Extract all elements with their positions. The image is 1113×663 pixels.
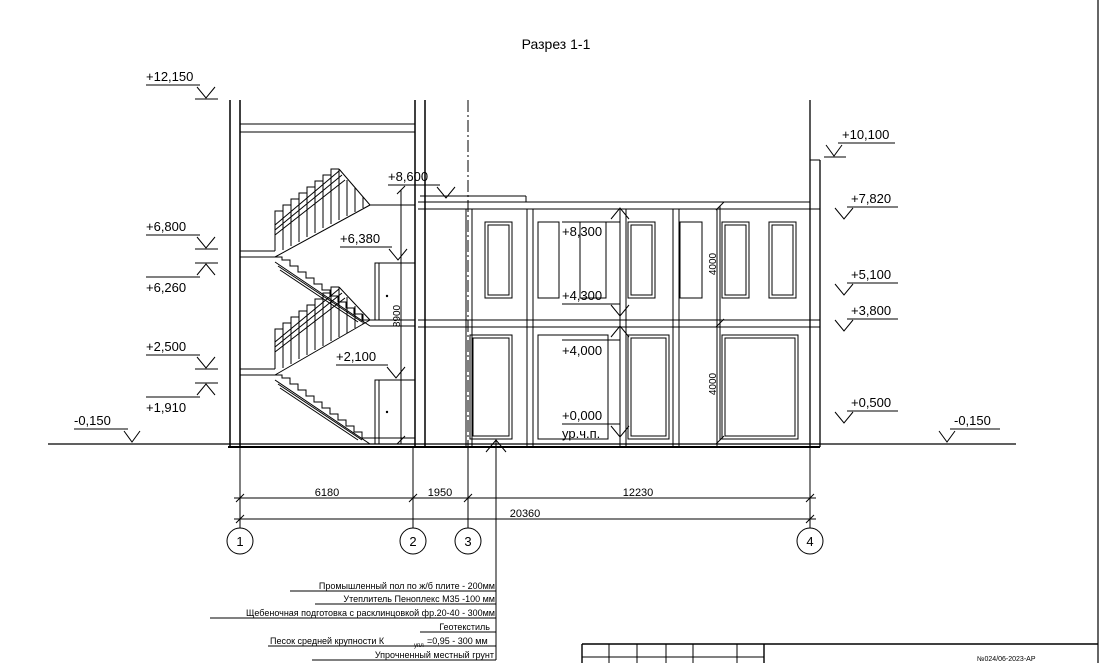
- svg-text:+8,600: +8,600: [388, 169, 428, 184]
- main-building: [418, 100, 821, 447]
- dim-1-2: 6180: [315, 487, 339, 499]
- svg-text:3: 3: [464, 534, 471, 549]
- layer-1: Промышленный пол по ж/б плите - 200мм: [319, 581, 495, 591]
- level-mark-2500: +2,500: [146, 339, 218, 370]
- svg-text:1: 1: [236, 534, 243, 549]
- layer-5-value: =0,95 - 300 мм: [427, 636, 488, 646]
- svg-text:4: 4: [806, 534, 813, 549]
- level-mark-2100: +2,100: [336, 349, 406, 379]
- level-mark-0500: +0,500: [834, 395, 898, 424]
- level-mark-6800: +6,800: [146, 219, 218, 250]
- document-code: №024/06-2023-АР: [977, 656, 1036, 663]
- level-mark-5100: +5,100: [834, 267, 898, 296]
- svg-text:+4,300: +4,300: [562, 288, 602, 303]
- axis-marker-2: 2: [399, 527, 427, 555]
- svg-text:+12,150: +12,150: [146, 69, 193, 84]
- level-mark-10100: +10,100: [824, 127, 895, 158]
- svg-text:+0,000: +0,000: [562, 408, 602, 423]
- svg-text:+1,910: +1,910: [146, 400, 186, 415]
- floor1-height-dim: 4000: [708, 372, 719, 395]
- floor-layers-callout: [210, 590, 496, 661]
- axis-marker-3: 3: [454, 527, 482, 555]
- lower-windows: [469, 334, 799, 440]
- level-mark-0000: +0,000 ур.ч.п.: [562, 408, 630, 441]
- layer-5: Песок средней крупности К: [270, 636, 385, 646]
- floor-level-label: ур.ч.п.: [562, 426, 600, 441]
- level-mark-minus0150-left: -0,150: [74, 413, 141, 443]
- door-upper: [374, 262, 416, 321]
- layer-2: Утеплитель Пеноплекс М35 -100 мм: [343, 594, 495, 604]
- stair-height-dim: 8900: [392, 304, 403, 327]
- svg-text:+2,100: +2,100: [336, 349, 376, 364]
- axis-marker-1: 1: [226, 527, 254, 555]
- door-lower: [374, 379, 416, 445]
- level-mark-4000: +4,000: [562, 325, 630, 358]
- floor2-height-dim: 4000: [708, 252, 719, 275]
- level-mark-3800: +3,800: [834, 303, 898, 332]
- svg-text:+6,800: +6,800: [146, 219, 186, 234]
- level-mark-minus0150-right: -0,150: [938, 413, 1000, 443]
- layer-6: Упрочненный местный грунт: [375, 650, 494, 660]
- level-mark-6260: +6,260: [146, 262, 218, 295]
- level-mark-8600: +8,600: [388, 169, 456, 199]
- door-lower-handle: [385, 410, 389, 414]
- dim-2-3: 1950: [428, 487, 452, 499]
- layer-5-subscript: упл: [414, 643, 424, 649]
- layer-4: Геотекстиль: [439, 622, 490, 632]
- layer-3: Щебеночная подготовка с расклинцовкой фр…: [246, 608, 495, 618]
- level-mark-7820: +7,820: [834, 191, 898, 220]
- svg-text:+6,260: +6,260: [146, 280, 186, 295]
- svg-text:+3,800: +3,800: [851, 303, 891, 318]
- title-block: [581, 643, 1098, 663]
- level-mark-8300: +8,300: [562, 207, 630, 239]
- door-upper-handle: [385, 294, 389, 298]
- svg-text:+2,500: +2,500: [146, 339, 186, 354]
- level-mark-4300: +4,300: [562, 288, 630, 317]
- stair-block: [229, 100, 426, 447]
- dimension-chain: [234, 447, 816, 528]
- dim-3-4: 12230: [623, 487, 654, 499]
- svg-text:-0,150: -0,150: [74, 413, 111, 428]
- svg-text:+0,500: +0,500: [851, 395, 891, 410]
- level-mark-1910: +1,910: [146, 382, 218, 415]
- svg-text:+5,100: +5,100: [851, 267, 891, 282]
- svg-text:+8,300: +8,300: [562, 224, 602, 239]
- upper-windows: [484, 221, 797, 299]
- svg-text:+6,380: +6,380: [340, 231, 380, 246]
- svg-text:+10,100: +10,100: [842, 127, 889, 142]
- svg-text:-0,150: -0,150: [954, 413, 991, 428]
- svg-text:2: 2: [409, 534, 416, 549]
- level-mark-12150: +12,150: [146, 69, 218, 100]
- axis-marker-4: 4: [796, 527, 824, 555]
- svg-text:+4,000: +4,000: [562, 343, 602, 358]
- drawing-title: Разрез 1-1: [522, 36, 591, 52]
- svg-text:+7,820: +7,820: [851, 191, 891, 206]
- level-mark-6380: +6,380: [340, 231, 408, 261]
- dim-total: 20360: [510, 508, 541, 520]
